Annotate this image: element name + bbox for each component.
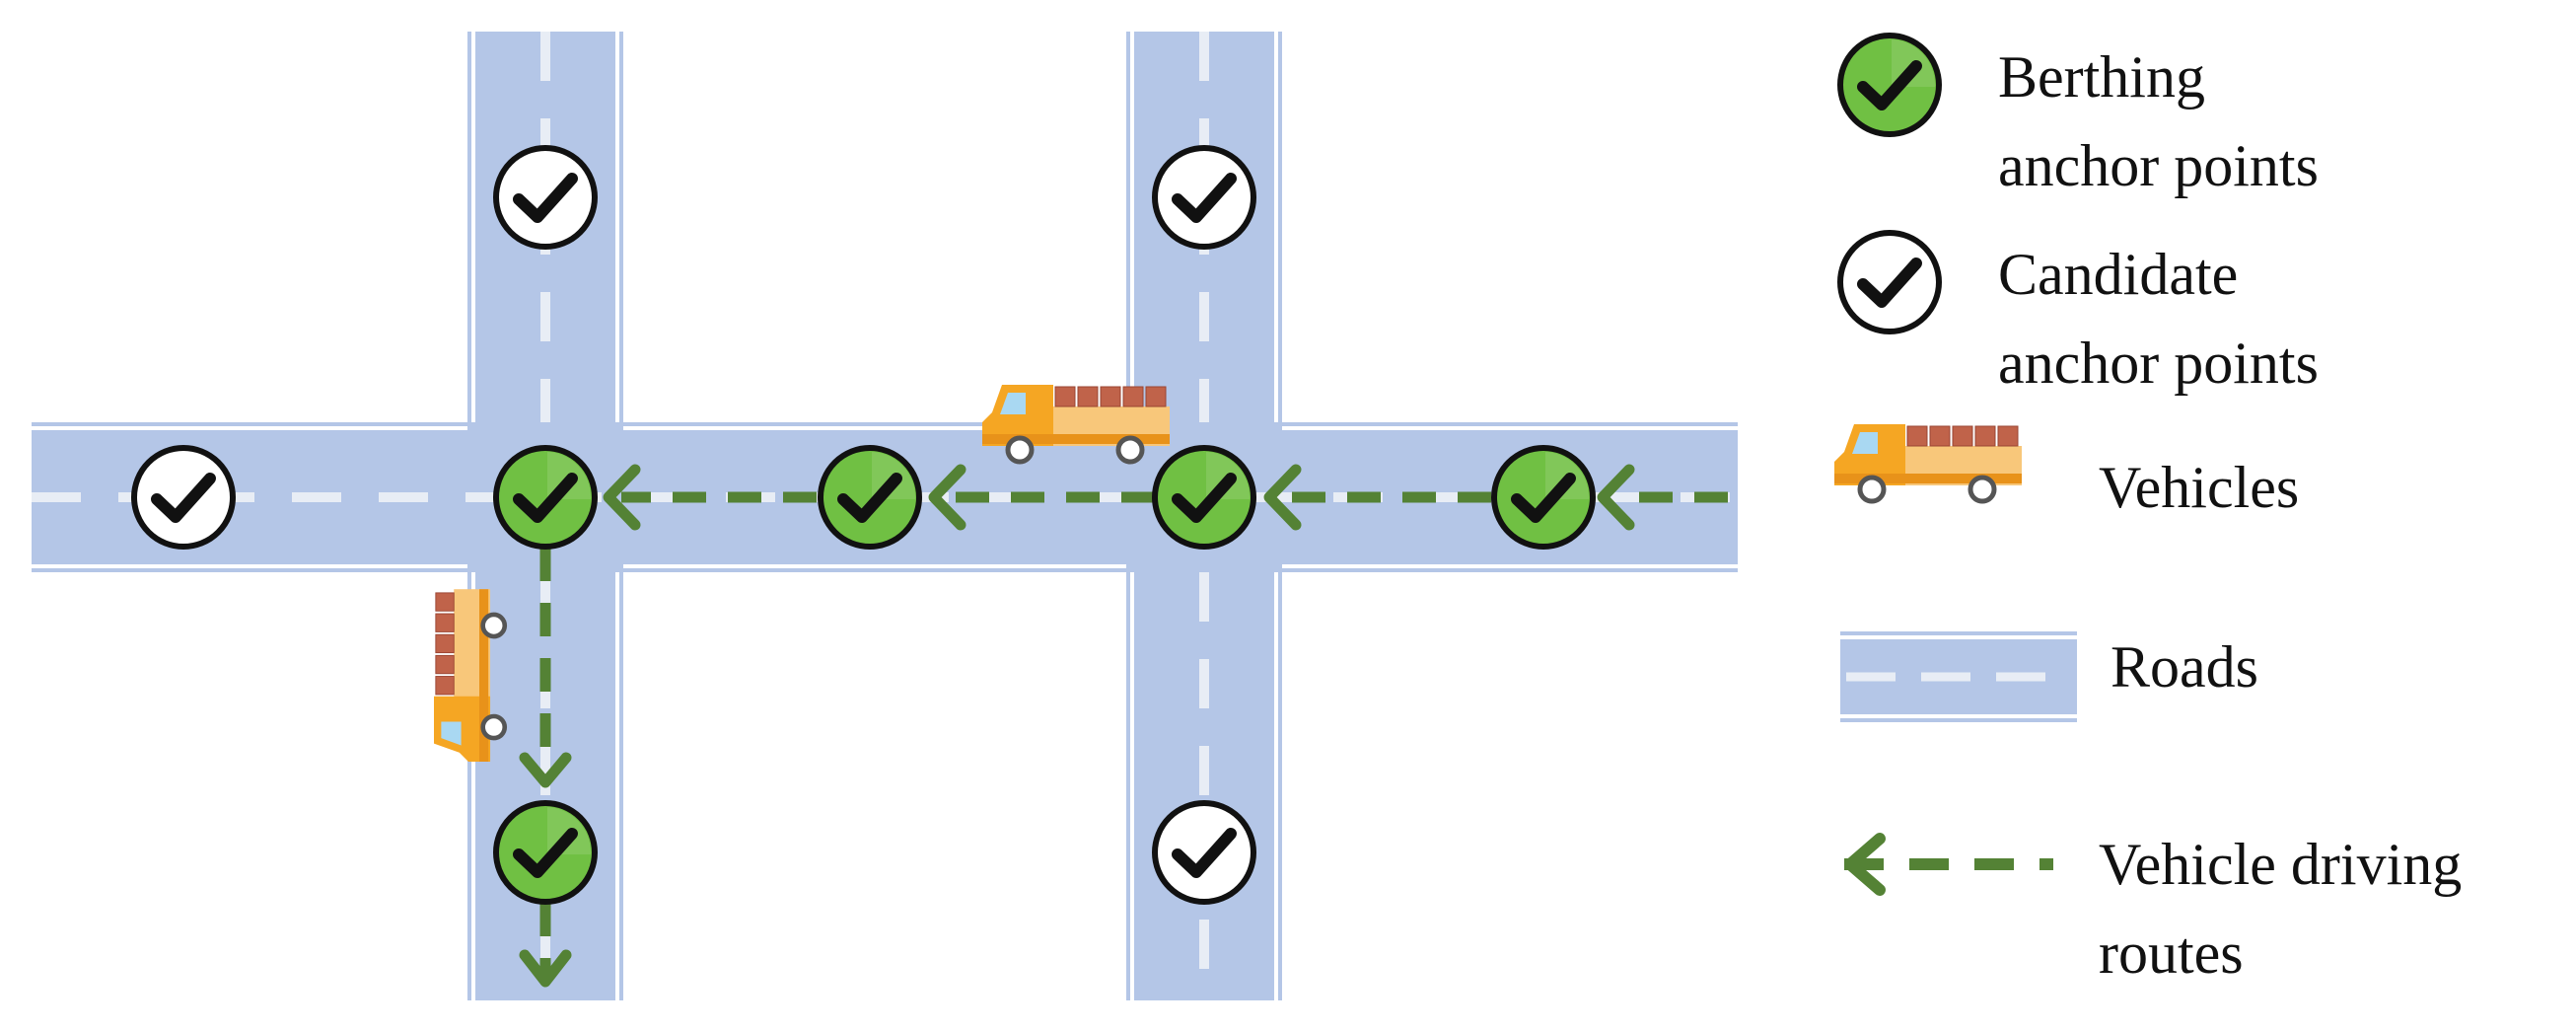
legend-candidate-line1: Candidate: [1998, 242, 2238, 307]
truck-icon: [1834, 424, 2022, 501]
candidate-anchor-point: [1155, 803, 1253, 902]
berthing-anchor-point: [821, 448, 919, 547]
candidate-anchor-point: [134, 448, 233, 547]
candidate-anchor-point: [1155, 148, 1253, 247]
legend-berthing-line2: anchor points: [1998, 133, 2319, 198]
legend-berthing-line1: Berthing: [1998, 44, 2205, 110]
candidate-anchor-point: [496, 148, 595, 247]
vehicle-driving-routes: [519, 464, 1728, 988]
legend: Berthing anchor points Candidate anchor …: [1834, 36, 2462, 986]
white-check-circle-icon: [1840, 233, 1939, 332]
road-swatch: [1840, 631, 2077, 722]
berthing-anchor-point: [496, 448, 595, 547]
legend-candidate-line2: anchor points: [1998, 331, 2319, 396]
berthing-anchor-point: [1155, 448, 1253, 547]
green-check-circle-icon: [1840, 36, 1939, 134]
legend-routes-line2: routes: [2099, 921, 2244, 986]
berthing-anchor-point: [1494, 448, 1593, 547]
legend-vehicles-label: Vehicles: [2099, 455, 2299, 520]
legend-routes-line1: Vehicle driving: [2099, 832, 2462, 897]
dashed-arrow-icon: [1844, 833, 2053, 896]
legend-roads-label: Roads: [2111, 634, 2258, 700]
berthing-anchor-point: [496, 803, 595, 902]
